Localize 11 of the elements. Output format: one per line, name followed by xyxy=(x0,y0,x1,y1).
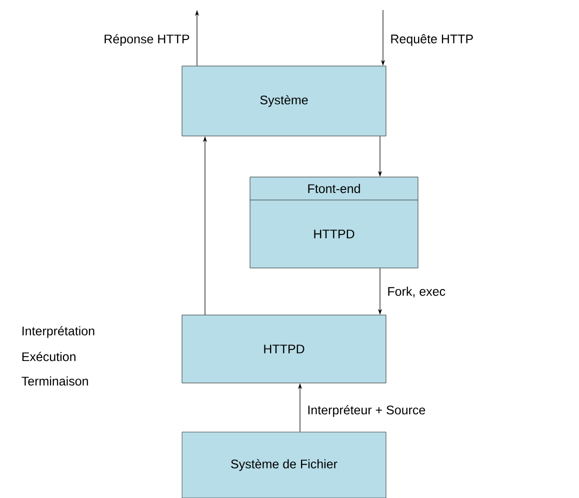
process-box: Système de Fichier xyxy=(182,432,386,498)
edge-label: Réponse HTTP xyxy=(104,34,190,46)
side-note: Exécution xyxy=(22,352,76,362)
side-note: Terminaison xyxy=(22,376,88,386)
edge-label: Interpréteur + Source xyxy=(308,405,426,417)
side-note: Interprétation xyxy=(22,326,94,338)
process-box: HTTPD xyxy=(182,314,386,384)
process-box: Système xyxy=(182,66,386,136)
edge-label: Fork, exec xyxy=(388,286,446,298)
edge-label: Requête HTTP xyxy=(391,34,473,46)
process-box: Ftont-end HTTPD xyxy=(250,176,418,268)
